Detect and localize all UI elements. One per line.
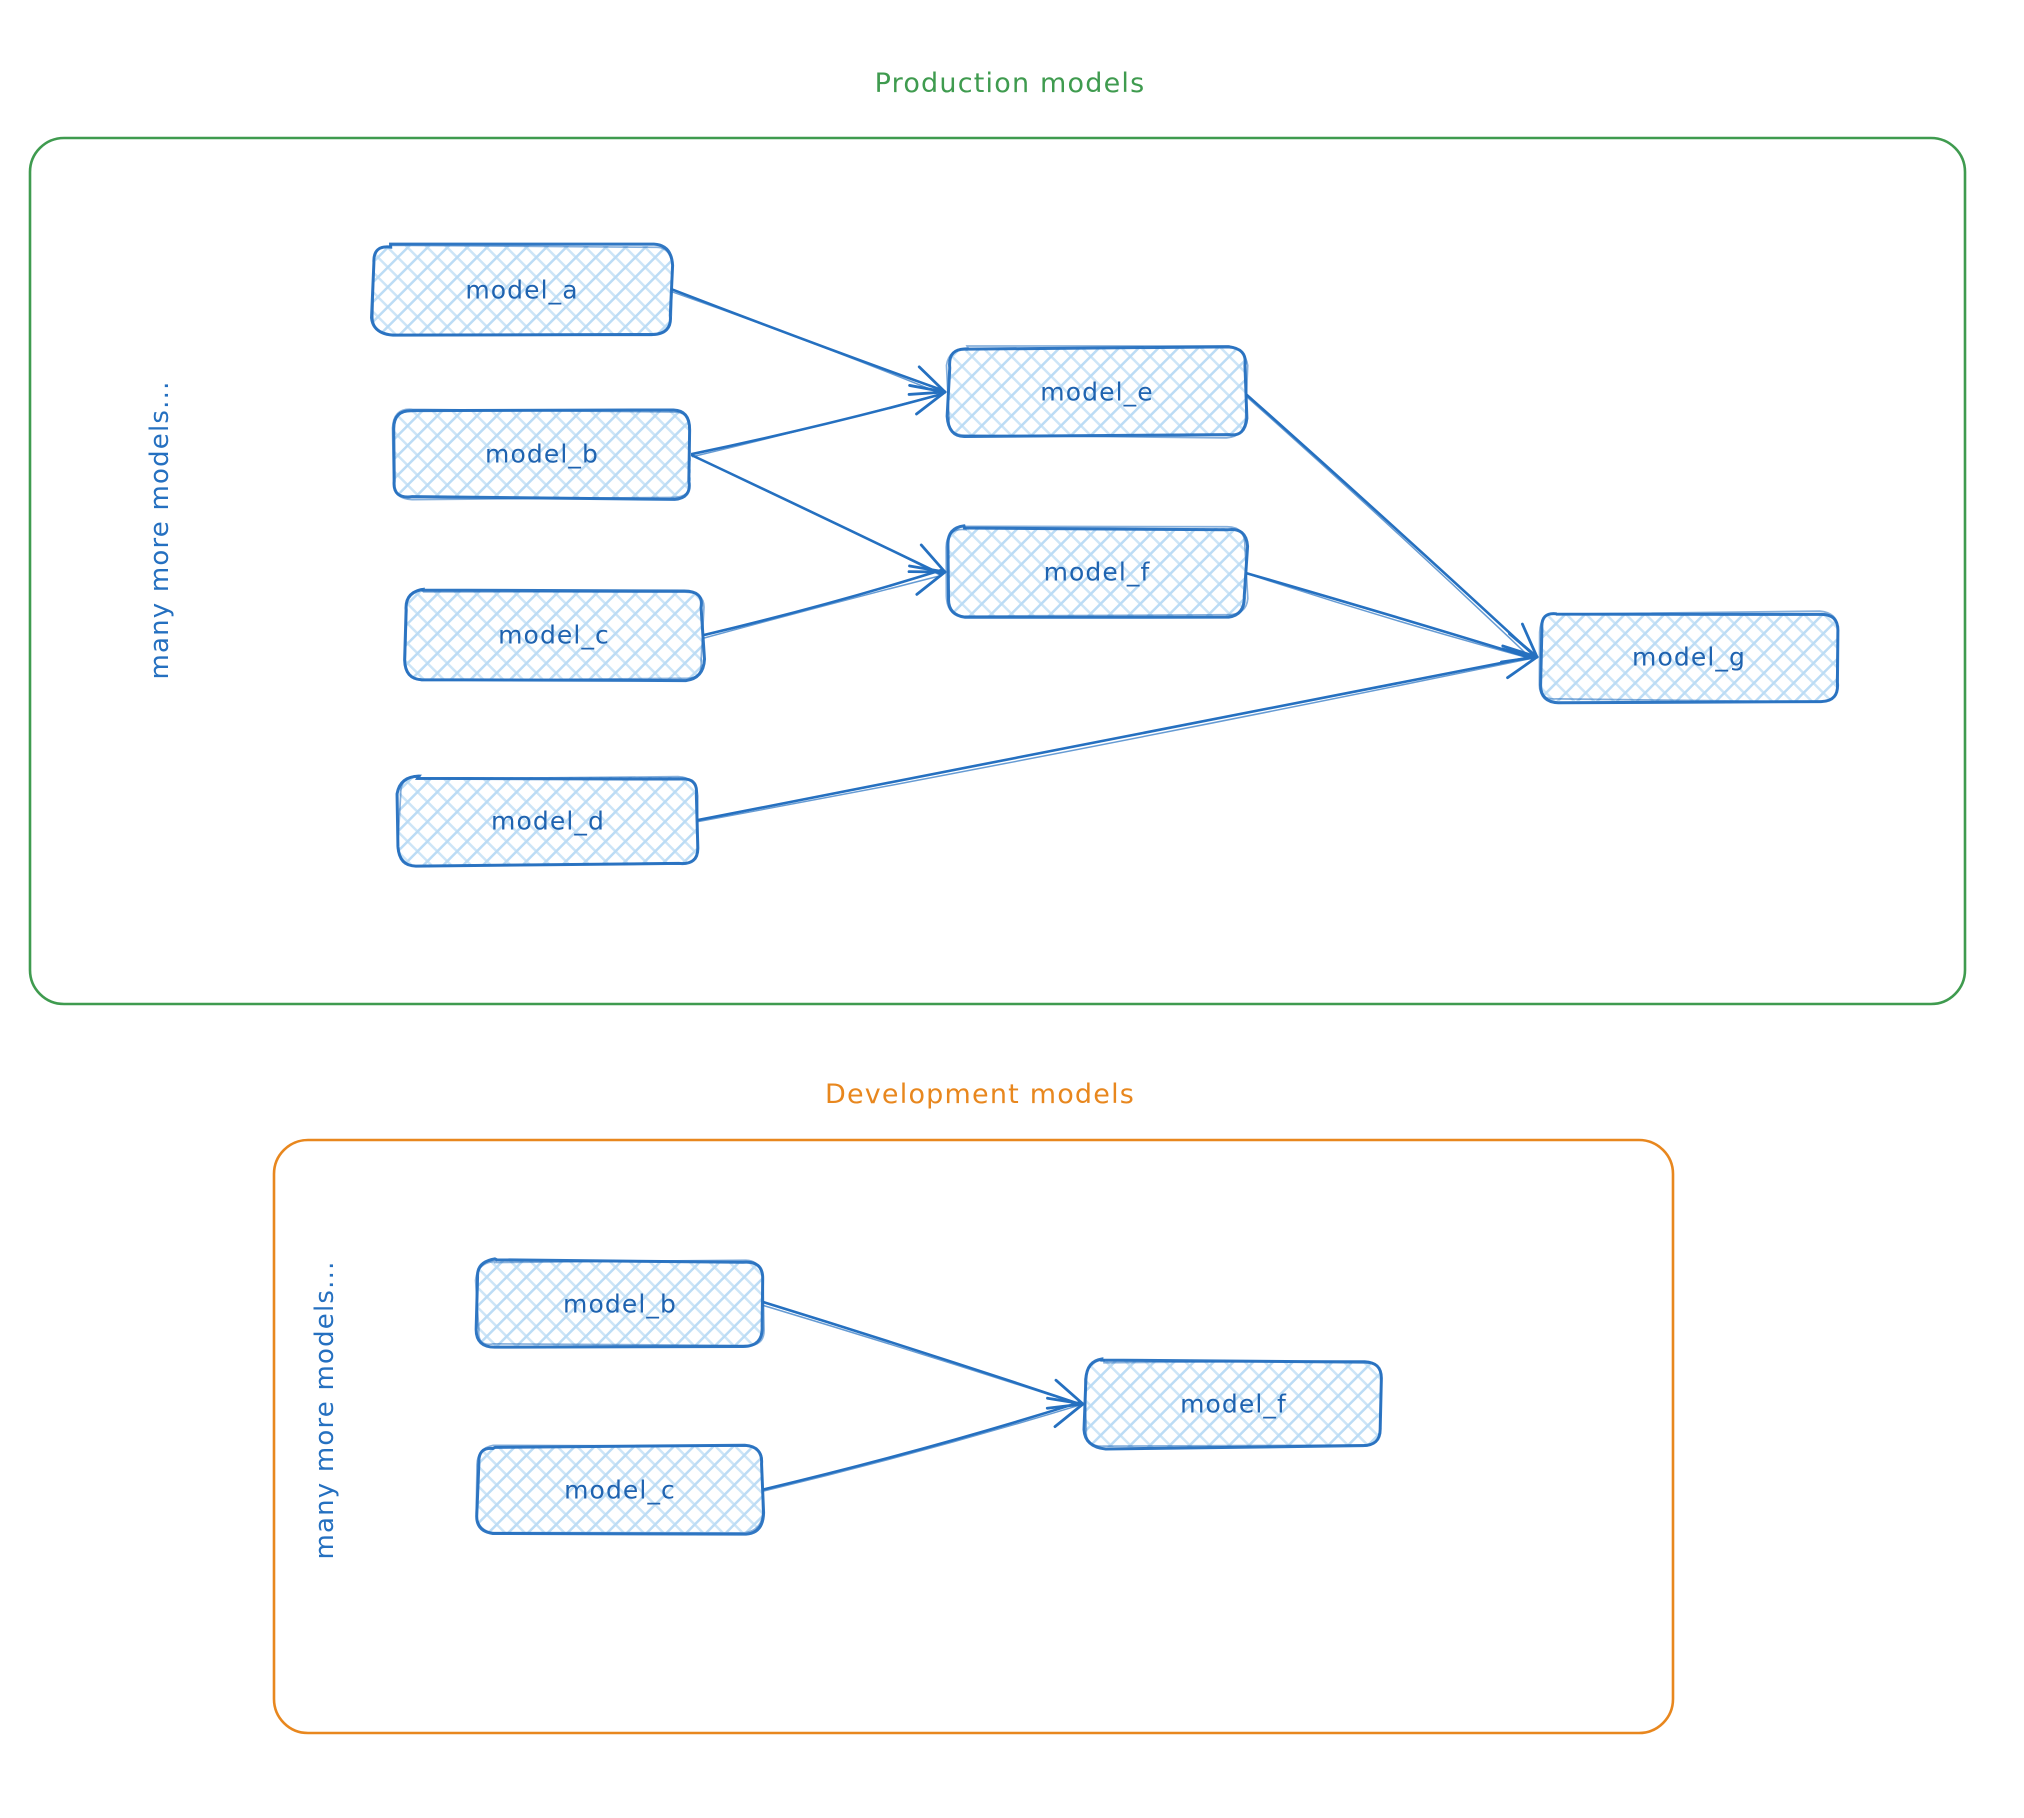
development-group-title: Development models — [824, 1079, 1136, 1110]
node-p_model_b[interactable] — [391, 408, 692, 501]
node-p_model_c[interactable] — [403, 587, 706, 683]
production-many-more-models-note: many more models... — [145, 380, 175, 680]
nodes-layer — [370, 242, 1840, 1536]
edge-d_model_c-to-d_model_f — [760, 1396, 1085, 1492]
node-d_model_b[interactable] — [474, 1257, 765, 1349]
group-containers — [28, 136, 1967, 1735]
edge-p_model_b-to-p_model_e — [690, 384, 947, 458]
node-p_model_g[interactable] — [1538, 610, 1840, 705]
development-group-box — [272, 1138, 1675, 1735]
production-group-box — [28, 136, 1967, 1006]
edge-p_model_e-to-p_model_g — [1243, 391, 1539, 662]
development-many-more-models-note: many more models... — [310, 1260, 340, 1560]
edges-layer — [670, 288, 1539, 1492]
edge-p_model_d-to-p_model_g — [696, 647, 1539, 823]
node-d_model_f[interactable] — [1082, 1357, 1383, 1451]
node-p_model_d[interactable] — [395, 774, 700, 868]
edge-d_model_b-to-d_model_f — [761, 1300, 1085, 1410]
edge-p_model_a-to-p_model_e — [670, 288, 947, 396]
node-p_model_f[interactable] — [945, 524, 1250, 619]
node-d_model_c[interactable] — [475, 1443, 766, 1536]
edge-p_model_b-to-p_model_f — [688, 452, 947, 577]
node-p_model_a[interactable] — [370, 242, 675, 337]
production-group-title: Production models — [874, 68, 1146, 99]
node-p_model_e[interactable] — [945, 345, 1249, 439]
edge-p_model_c-to-p_model_f — [701, 564, 947, 640]
